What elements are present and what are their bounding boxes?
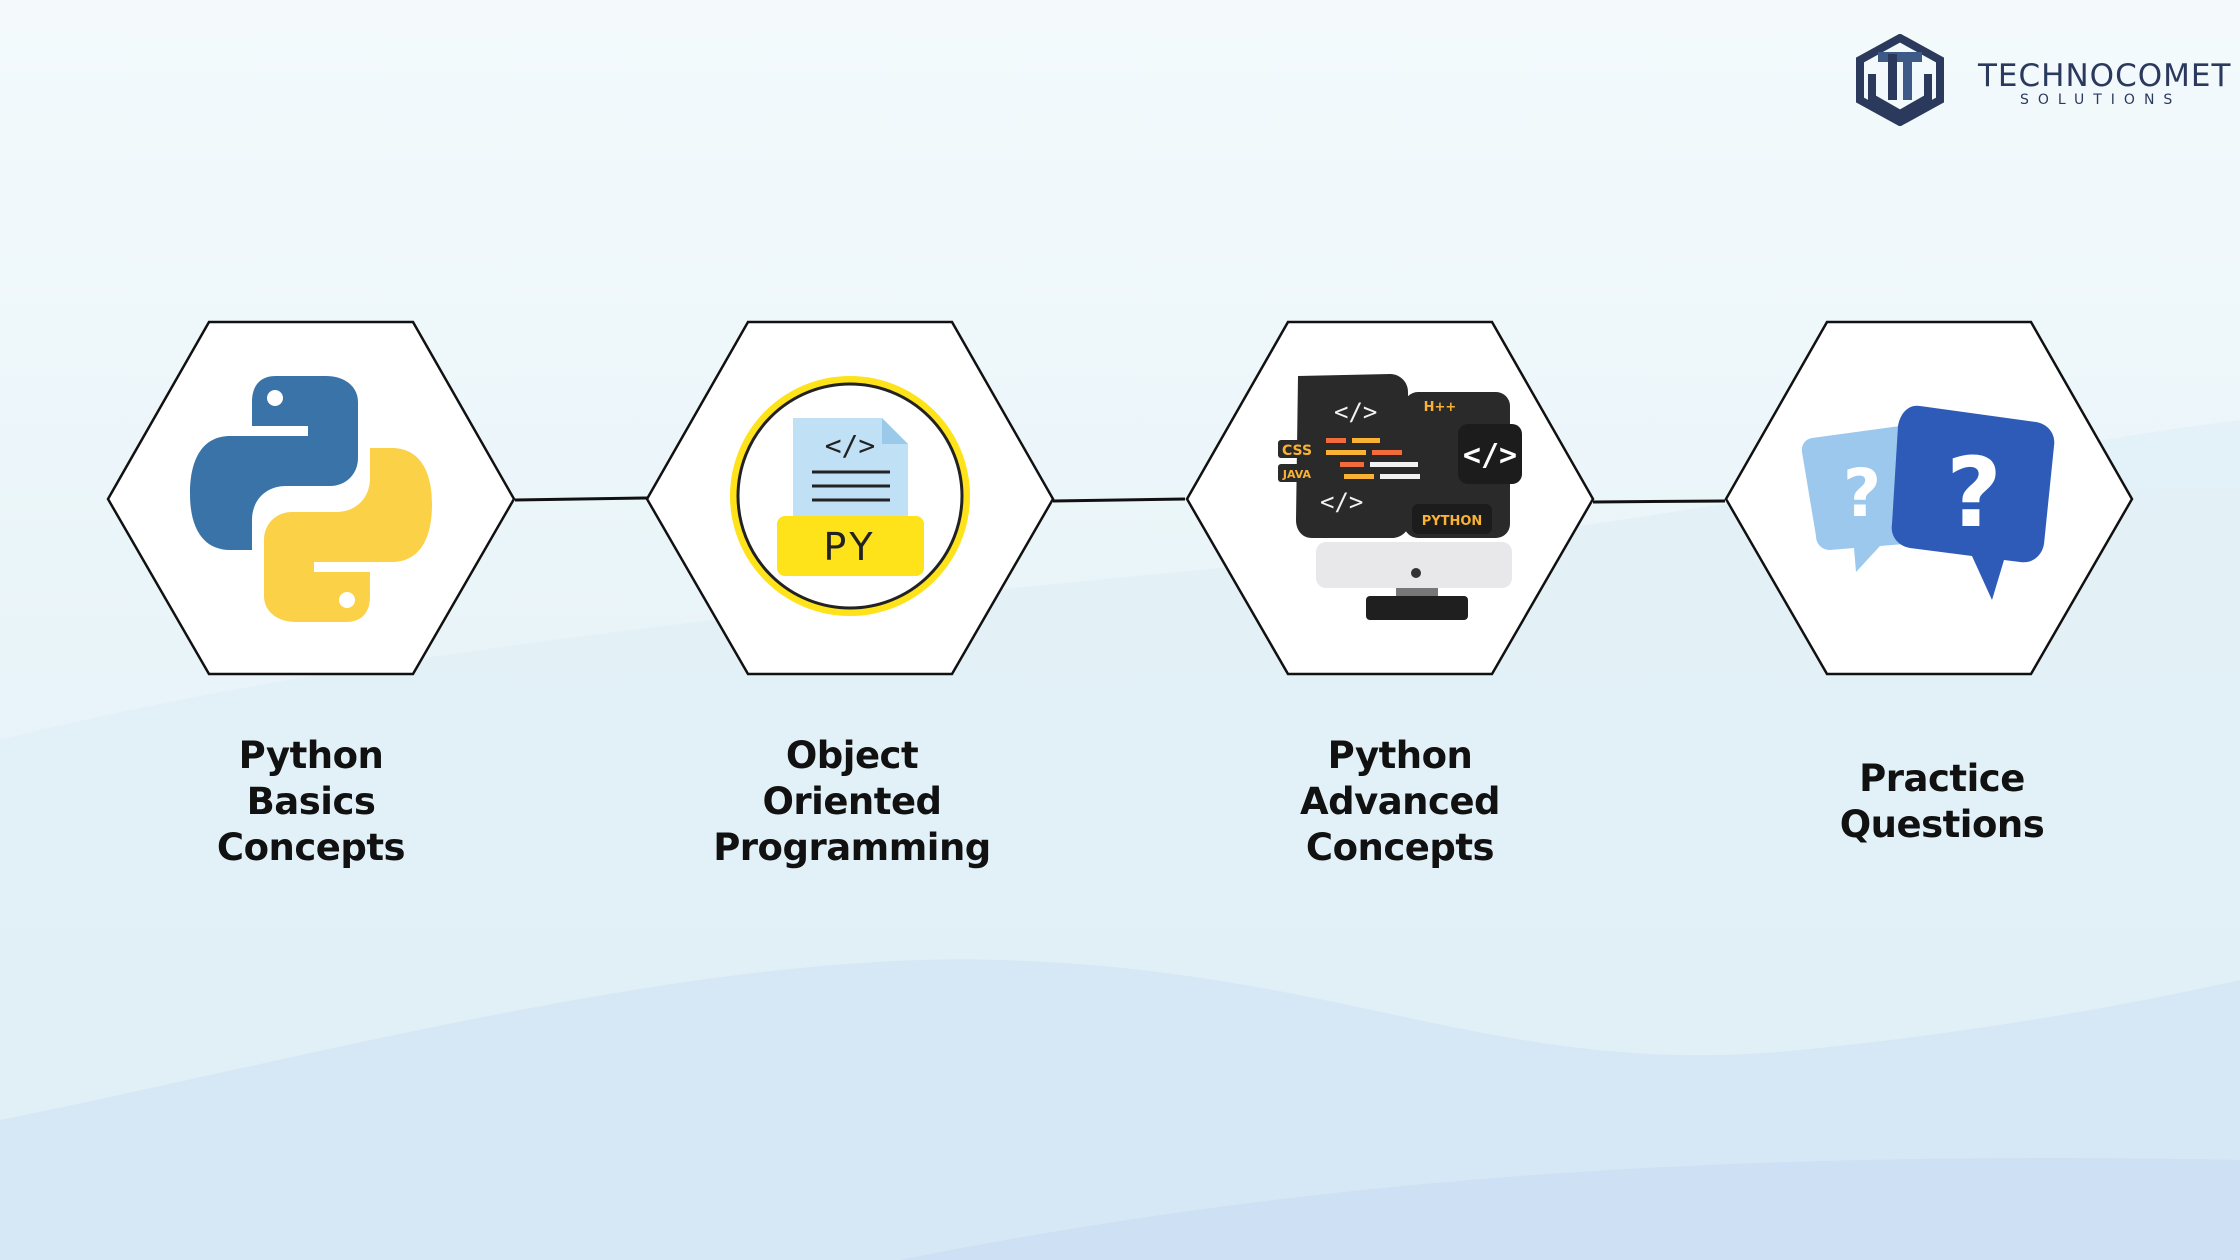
step-label-practice-questions: Practice Questions (1839, 757, 2045, 846)
brand-name: TECHNOCOMET (1978, 58, 2232, 94)
question-mark-dark: ? (1946, 437, 2002, 549)
py-badge-text: PY (823, 525, 876, 569)
technocomet-logo-icon (1856, 34, 1944, 126)
svg-text:</>: </> (1334, 398, 1377, 426)
code-tag-hpp: H++ (1424, 400, 1457, 415)
step-label-oop: Object Oriented Programming (713, 734, 991, 869)
code-tag-python: PYTHON (1422, 514, 1483, 529)
svg-text:</>: </> (1320, 488, 1363, 516)
connector-line (1052, 497, 1186, 503)
connector-line (1592, 499, 1726, 504)
code-tag-java: JAVA (1282, 468, 1312, 481)
question-bubbles-icon: ? ? (1801, 405, 2055, 600)
python-logo-icon (190, 376, 432, 622)
question-mark-light: ? (1843, 455, 1881, 532)
code-monitor-icon: </> </> CSS JAVA H++ </> PYTHON (1278, 374, 1522, 620)
brand-tagline: SOLUTIONS (2020, 92, 2182, 108)
svg-text:</>: </> (825, 429, 876, 462)
step-label-python-basics: Python Basics Concepts (216, 734, 406, 869)
hexagon-frame (106, 320, 516, 676)
step-label-python-advanced: Python Advanced Concepts (1299, 734, 1501, 869)
connector-line (514, 496, 648, 502)
code-tag-css: CSS (1282, 443, 1312, 459)
brand-logo: TECHNOCOMET SOLUTIONS (1852, 30, 2230, 130)
svg-text:</>: </> (1463, 438, 1517, 473)
py-file-icon: </> PY (730, 376, 970, 616)
